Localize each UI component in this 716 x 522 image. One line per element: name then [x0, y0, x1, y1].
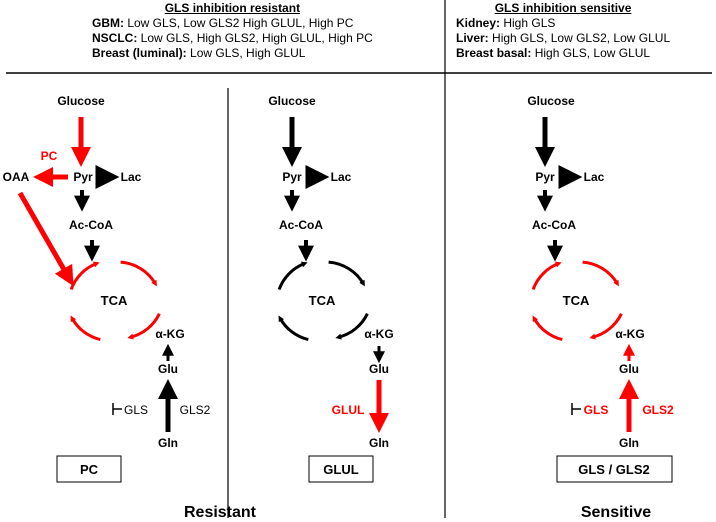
pyr-label: Pyr [73, 170, 93, 184]
accoa-label: Ac-CoA [279, 218, 323, 232]
glu-label: Glu [158, 362, 178, 376]
glucose-label: Glucose [268, 94, 316, 108]
gls-label: GLS [124, 403, 148, 417]
akg-label: α-KG [364, 327, 393, 341]
gln-label: Gln [619, 436, 639, 450]
gls-box [556, 455, 673, 483]
gls-enzyme-label: GLS [584, 403, 609, 417]
resistant-row-gbm: GBM: Low GLS, Low GLS2 High GLUL, High P… [92, 16, 354, 30]
akg-label: α-KG [155, 327, 184, 341]
resistant-header-title: GLS inhibition resistant [164, 1, 301, 15]
resistant-footer-label: Resistant [184, 504, 257, 521]
sensitive-header: GLS inhibition sensitive Kidney: High GL… [456, 1, 670, 61]
gln-label: Gln [158, 436, 178, 450]
resistant-row-nsclc: NSCLC: Low GLS, High GLS2, High GLUL, Hi… [92, 31, 373, 45]
oaa-to-tca-arrow [17, 191, 74, 287]
panel-glul: Glucose Pyr Lac Ac-CoA TCA α-KG Glu GLUL… [268, 94, 394, 483]
tca-label: TCA [101, 293, 128, 308]
gln-label: Gln [369, 436, 389, 450]
resistant-header: GLS inhibition resistant GBM: Low GLS, L… [92, 1, 373, 61]
glu-label: Glu [619, 362, 639, 376]
glu-label: Glu [369, 362, 389, 376]
glucose-label: Glucose [527, 94, 575, 108]
pc-box-label: PC [80, 462, 99, 477]
tca-cycle-ring [531, 260, 623, 342]
pc-box [56, 455, 122, 483]
sensitive-header-title: GLS inhibition sensitive [494, 1, 632, 15]
panel-gls: Glucose Pyr Lac Ac-CoA TCA α-KG Glu GLS … [527, 94, 674, 483]
oaa-label: OAA [3, 170, 30, 184]
sensitive-row-breast-basal: Breast basal: High GLS, Low GLUL [456, 46, 651, 60]
tca-cycle-ring [69, 260, 161, 342]
glucose-label: Glucose [57, 94, 105, 108]
pyr-label: Pyr [282, 170, 302, 184]
gls2-label: GLS2 [180, 403, 211, 417]
sensitive-footer-label: Sensitive [581, 504, 651, 521]
glul-enzyme-label: GLUL [332, 403, 365, 417]
lac-label: Lac [584, 170, 605, 184]
glul-box-label: GLUL [323, 462, 358, 477]
gls-box-label: GLS / GLS2 [578, 462, 650, 477]
accoa-label: Ac-CoA [69, 218, 113, 232]
accoa-label: Ac-CoA [532, 218, 576, 232]
resistant-row-breast-luminal: Breast (luminal): Low GLS, High GLUL [92, 46, 306, 60]
sensitive-row-liver: Liver: High GLS, Low GLS2, Low GLUL [456, 31, 671, 45]
lac-label: Lac [331, 170, 352, 184]
glul-box [308, 455, 374, 483]
tca-label: TCA [563, 293, 590, 308]
tca-label: TCA [309, 293, 336, 308]
pyr-label: Pyr [535, 170, 555, 184]
gls2-enzyme-label: GLS2 [642, 403, 674, 417]
lac-label: Lac [121, 170, 142, 184]
akg-label: α-KG [615, 327, 644, 341]
sensitive-row-kidney: Kidney: High GLS [456, 16, 556, 30]
panel-pc: Glucose PC OAA Pyr Lac Ac-CoA TCA α-KG G… [3, 94, 211, 483]
pc-enzyme-label: PC [41, 149, 58, 163]
tca-cycle-ring [277, 260, 369, 342]
